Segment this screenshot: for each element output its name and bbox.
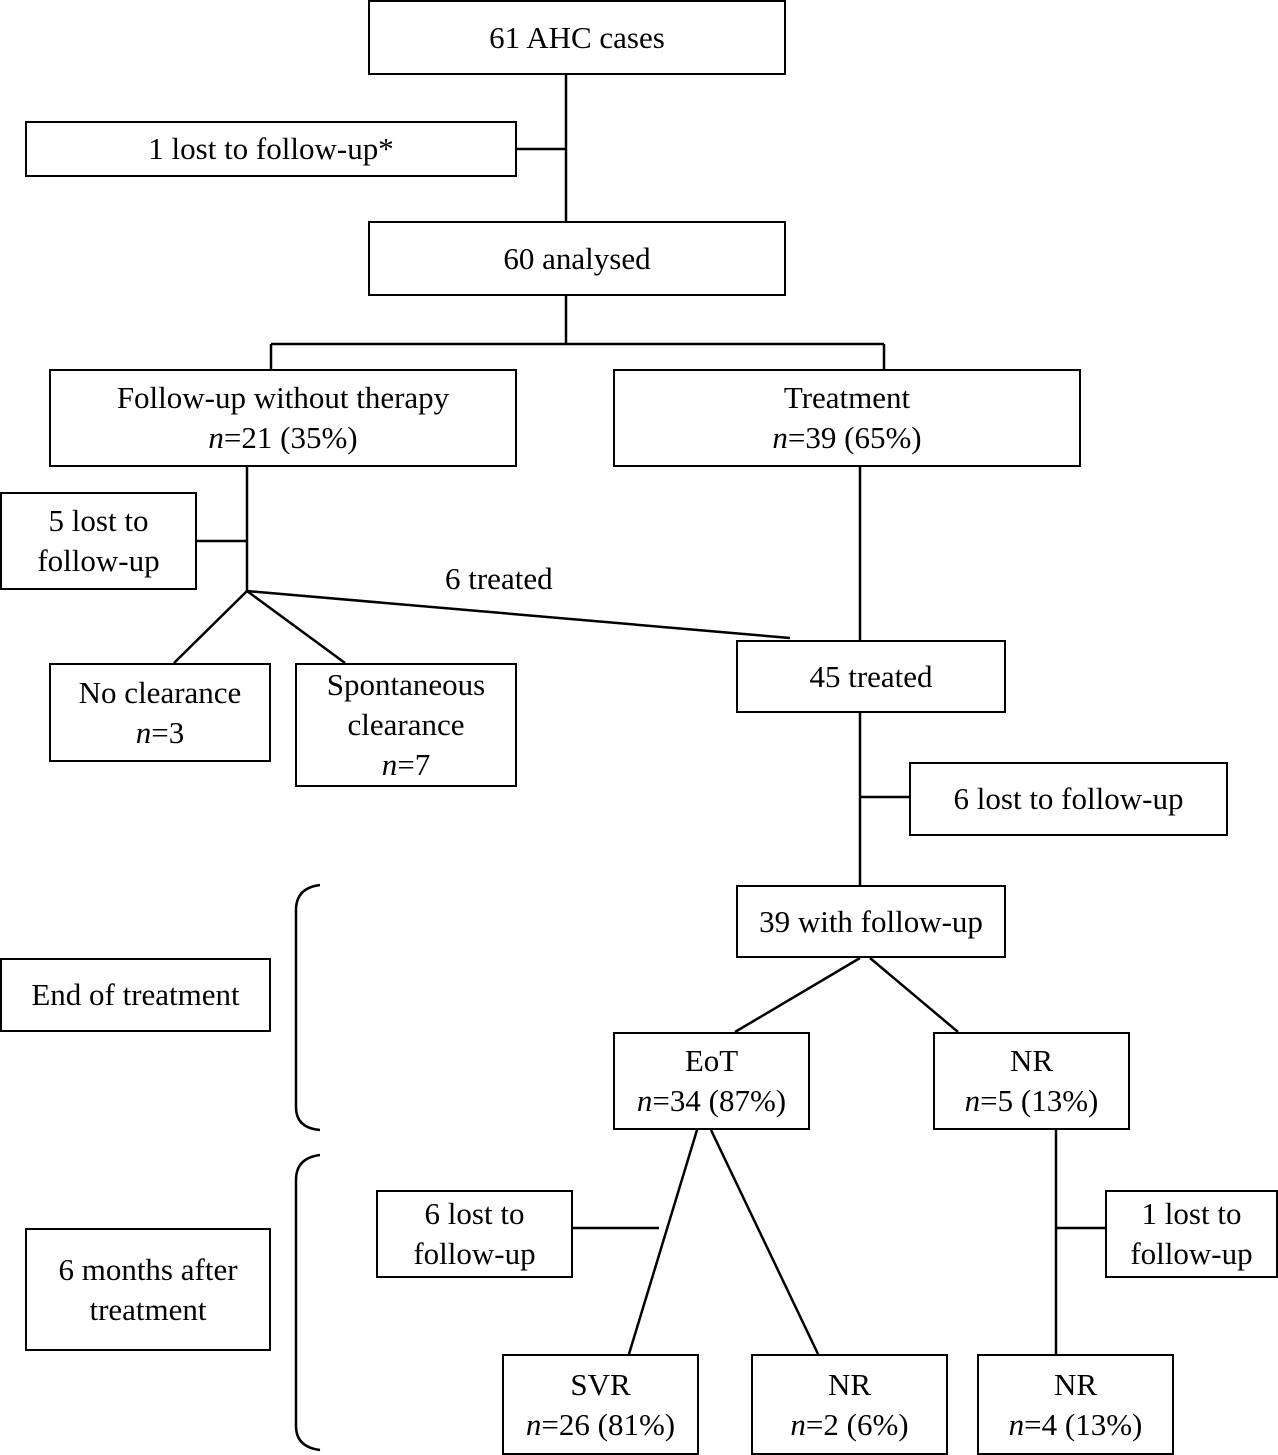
ahc-cases-box: 61 AHC cases <box>368 0 786 75</box>
with-followup-39-box: 39 with follow-up <box>736 885 1006 958</box>
svr-box: SVR n=26 (81%) <box>502 1354 699 1455</box>
connector <box>246 589 791 640</box>
lost-initial-box: 1 lost to follow-up* <box>25 121 517 177</box>
n-count: n=7 <box>381 747 431 782</box>
connector <box>627 1129 699 1355</box>
followup-without-therapy-box: Follow-up without therapy n=21 (35%) <box>49 369 517 467</box>
n-count: n=21 (35%) <box>208 420 358 455</box>
connector <box>869 957 959 1033</box>
n-count: n=4 (13%) <box>1008 1406 1143 1442</box>
spontaneous-clearance-box: Spontaneous clearance n=7 <box>295 663 517 787</box>
no-clearance-box: No clearance n=3 <box>49 663 271 762</box>
connector <box>246 589 346 665</box>
lost-treated-box: 6 lost to follow-up <box>909 762 1228 836</box>
n-count: n=34 (87%) <box>636 1083 787 1118</box>
treatment-box: Treatment n=39 (65%) <box>613 369 1081 467</box>
n-count: n=3 <box>135 714 185 750</box>
eot-box: EoT n=34 (87%) <box>613 1032 810 1130</box>
connector <box>734 956 861 1034</box>
lost-followup-group-box: 5 lost to follow-up <box>0 492 197 590</box>
n-count: n=39 (65%) <box>772 420 922 455</box>
nr-svr-branch-box: NR n=2 (6%) <box>751 1354 948 1455</box>
end-of-treatment-box: End of treatment <box>0 958 271 1032</box>
connector <box>173 590 248 664</box>
six-treated-label: 6 treated <box>445 561 553 596</box>
brace-end-of-treatment <box>294 883 321 1132</box>
lost-nr-box: 1 lost to follow-up <box>1105 1190 1278 1278</box>
analysed-box: 60 analysed <box>368 221 786 296</box>
lost-eot-box: 6 lost to follow-up <box>376 1190 573 1278</box>
six-months-after-treatment-box: 6 months after treatment <box>25 1228 271 1351</box>
nr-eot-box: NR n=5 (13%) <box>933 1032 1130 1130</box>
n-count: n=5 (13%) <box>964 1083 1099 1118</box>
n-count: n=2 (6%) <box>790 1406 909 1442</box>
treated-45-box: 45 treated <box>736 640 1006 713</box>
connector <box>709 1129 820 1355</box>
nr-final-box: NR n=4 (13%) <box>977 1354 1174 1455</box>
brace-six-months <box>294 1153 321 1452</box>
n-count: n=26 (81%) <box>525 1406 676 1442</box>
